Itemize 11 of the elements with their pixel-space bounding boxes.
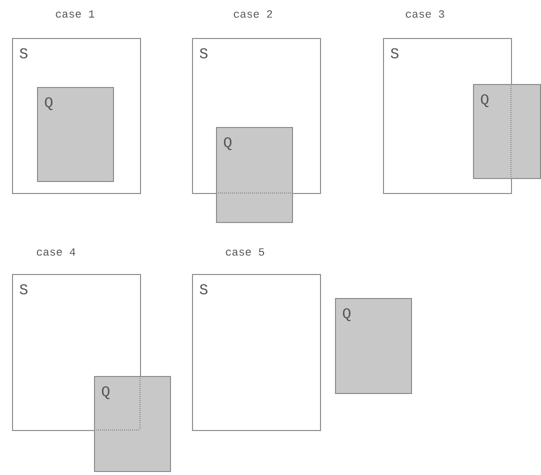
case-label: case 5	[226, 248, 264, 256]
s-box: S	[192, 274, 321, 431]
case-label: case 4	[36, 248, 76, 256]
case-label: case 2	[234, 10, 272, 18]
q-box: Q	[94, 376, 171, 472]
q-box: Q	[216, 127, 293, 223]
case-label: case 1	[56, 10, 94, 18]
case-label: case 3	[406, 10, 444, 18]
q-box: Q	[37, 87, 114, 182]
q-box: Q	[473, 84, 541, 179]
q-box: Q	[335, 298, 412, 394]
